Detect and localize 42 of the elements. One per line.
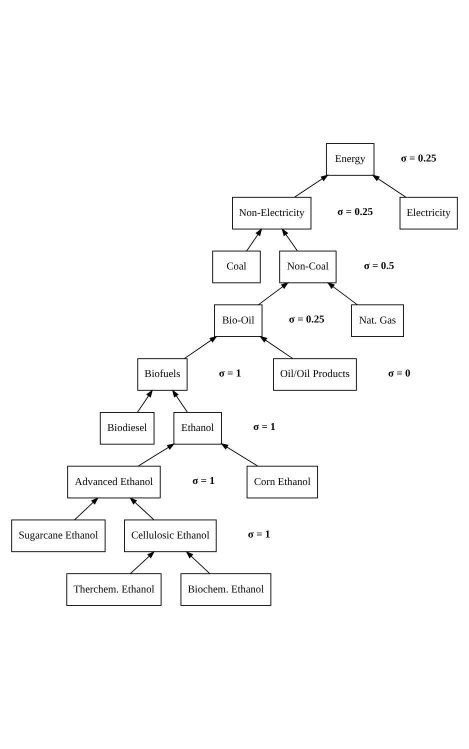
arrow (220, 443, 258, 467)
arrow (258, 282, 289, 306)
arrow (282, 228, 298, 252)
node-label: σ = 1 (218, 368, 242, 380)
node-box: Oil/Oil Products (273, 358, 357, 391)
node-box: Cellulosic Ethanol (124, 520, 217, 552)
node-label: σ = 1 (248, 530, 270, 541)
node-box: Bio-Oil (214, 304, 262, 338)
arrow (172, 389, 188, 413)
arrow (246, 228, 262, 252)
arrow (138, 443, 175, 467)
node-box: Biochem. Ethanol (180, 573, 272, 606)
node-box: Non-Electricity (232, 196, 312, 230)
arrow (259, 336, 294, 359)
arrow (74, 497, 99, 520)
node-box: Energy (326, 143, 374, 176)
node-box: Biofuels (137, 358, 188, 391)
arrow (326, 282, 358, 306)
node-label: σ = 0.5 (364, 260, 394, 272)
node-box: Non-Coal (279, 250, 337, 284)
node-label: σ = 0.25 (288, 314, 324, 326)
arrow (136, 389, 153, 413)
node-label: σ = 0.25 (337, 207, 373, 218)
node-box: Nat. Gas (351, 304, 404, 338)
node-box: Electricity (400, 196, 458, 230)
node-label: σ = 1 (192, 476, 215, 487)
arrow (186, 550, 210, 574)
node-box: Ethanol (173, 412, 222, 445)
node-box: Corn Ethanol (246, 466, 318, 498)
node-box: Biodiesel (100, 412, 154, 445)
node-label: σ = 0 (388, 368, 410, 380)
node-box: Advanced Ethanol (67, 466, 161, 498)
arrow (184, 336, 218, 359)
arrow (130, 551, 155, 574)
node-box: Sugarcane Ethanol (11, 520, 106, 552)
node-label: σ = 0.25 (400, 153, 436, 164)
arrow (129, 497, 154, 520)
arrow (372, 174, 406, 198)
node-label: σ = 1 (253, 422, 276, 434)
arrow (294, 174, 329, 198)
node-box: Coal (212, 250, 261, 284)
node-box: Therchem. Ethanol (66, 573, 162, 606)
